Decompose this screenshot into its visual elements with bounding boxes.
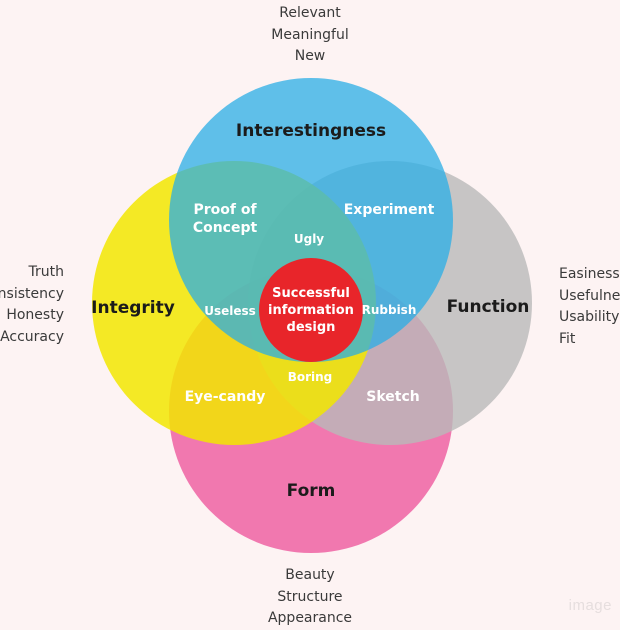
criteria-item: Fit [559, 330, 576, 347]
watermark: image [568, 597, 612, 614]
criteria-item: Accuracy [0, 328, 64, 345]
criteria-item: Appearance [267, 610, 353, 626]
integrity-criteria-list: Truth Consistency Honesty Accuracy [0, 262, 64, 348]
center-label-line3: design [287, 320, 336, 335]
criteria-item: Meaningful [271, 26, 349, 43]
interestingness-circle [169, 78, 453, 362]
criteria-item: Truth [28, 264, 65, 280]
criteria-item: Easiness [559, 266, 620, 282]
center-label-line2: information [268, 303, 354, 318]
criteria-item: Consistency [0, 285, 64, 302]
sketch-label: Sketch [366, 389, 419, 405]
criteria-item: Usability [559, 309, 620, 325]
criteria-item: Relevant [279, 5, 341, 21]
criteria-item: New [294, 48, 326, 64]
eye-candy-label: Eye-candy [185, 389, 266, 405]
boring-label: Boring [288, 370, 333, 384]
criteria-item: Beauty [285, 567, 335, 583]
function-label: Function [447, 297, 530, 317]
form-label: Form [287, 481, 336, 501]
proof-of-concept-label-line2: Concept [193, 220, 258, 236]
criteria-item: Usefulness [559, 287, 620, 304]
ugly-label: Ugly [294, 232, 324, 246]
integrity-label: Integrity [91, 298, 175, 318]
function-criteria-list: Easiness Usefulness Usability Fit [559, 264, 620, 350]
criteria-item: Structure [277, 588, 343, 605]
center-overlap-circle [259, 258, 363, 362]
experiment-label: Experiment [344, 202, 435, 218]
useless-label: Useless [204, 304, 256, 318]
proof-of-concept-label-line1: Proof of [193, 202, 257, 218]
interestingness-label: Interestingness [236, 121, 386, 141]
rubbish-label: Rubbish [362, 303, 417, 317]
circle-layer [92, 78, 532, 553]
center-label-line1: Successful [272, 286, 350, 301]
criteria-item: Honesty [6, 307, 64, 323]
interestingness-criteria-list: Relevant Meaningful New [260, 3, 360, 68]
